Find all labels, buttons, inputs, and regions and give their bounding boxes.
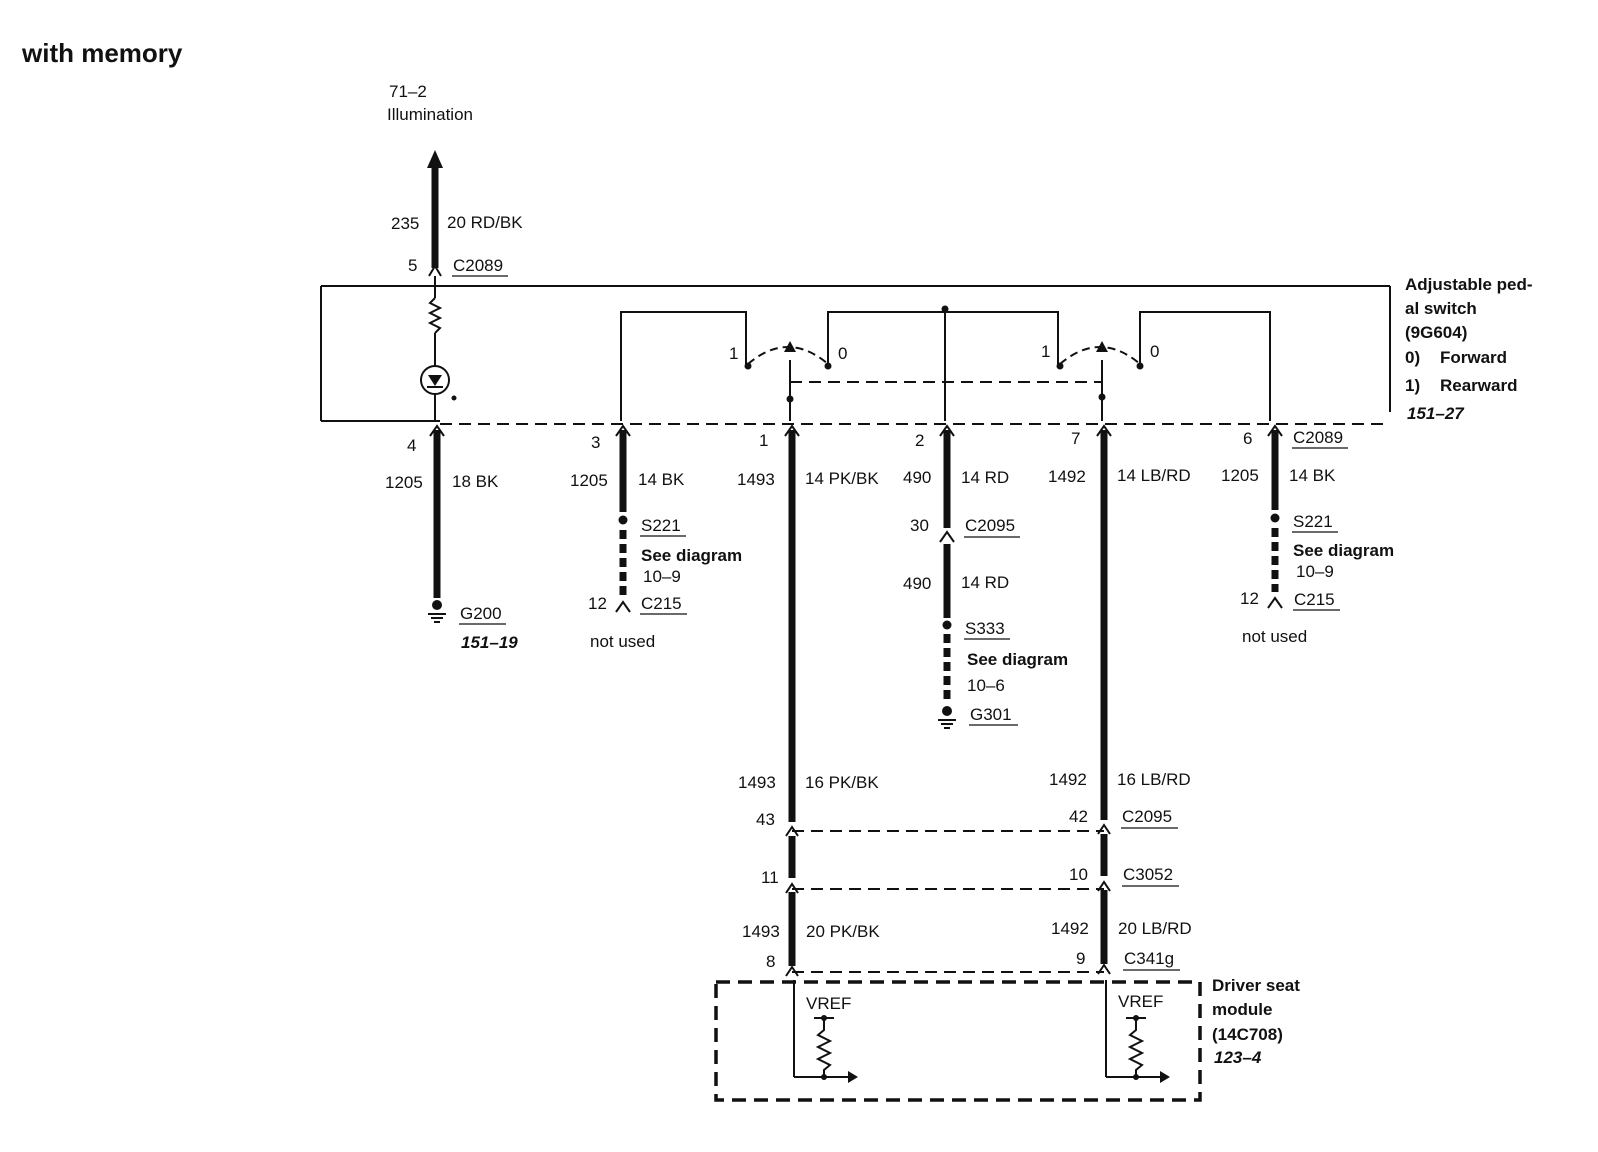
c2095-right-pin: 42: [1069, 807, 1088, 826]
switch-left-contact-1: 1: [729, 344, 738, 363]
splice-left-connector: C215: [641, 594, 682, 613]
lower-left-wire20: 20 PK/BK: [806, 922, 880, 941]
switch-right-contact-1: 1: [1041, 342, 1050, 361]
c341g-right-pin: 9: [1076, 949, 1085, 968]
source-label: Illumination: [387, 105, 473, 124]
pin-2: 2: [915, 431, 924, 450]
module-left-vref-circuit: [793, 980, 858, 1083]
switch-box: [320, 285, 1391, 425]
module-ref: 123–4: [1214, 1048, 1262, 1067]
mid-branch-number2: 490: [903, 574, 931, 593]
switch-pos1-label: Rearward: [1440, 376, 1517, 395]
mid-branch-ground: G301: [970, 705, 1012, 724]
lower-right-wire16: 16 LB/RD: [1117, 770, 1191, 789]
switch-internal-wiring: [620, 305, 1271, 421]
mid-branch-wire2: 14 RD: [961, 573, 1009, 592]
pin-3: 3: [591, 433, 600, 452]
splice-right-label: S221: [1293, 512, 1333, 531]
lower-right-wire20: 20 LB/RD: [1118, 919, 1192, 938]
module-name-line1: Driver seat: [1212, 976, 1300, 995]
top-circuit-wire: 20 RD/BK: [447, 213, 523, 232]
switch-pos0-label: Forward: [1440, 348, 1507, 367]
circuit1-wire: 18 BK: [452, 472, 499, 491]
splice-left-see: See diagram: [641, 546, 742, 565]
mid-branch-connector: C2095: [965, 516, 1015, 535]
switch-pos1-num: 1): [1405, 376, 1420, 395]
switch-ref: 151–27: [1407, 404, 1465, 423]
splice-left-label: S221: [641, 516, 681, 535]
driver-seat-module-box: [714, 980, 1202, 1102]
c2095-left-pin: 43: [756, 810, 775, 829]
switch-right-contact-0: 0: [1150, 342, 1159, 361]
top-circuit-number: 235: [391, 214, 419, 233]
mid-branch-splice: S333: [965, 619, 1005, 638]
splice-right-see: See diagram: [1293, 541, 1394, 560]
splice-right-pin: 12: [1240, 589, 1259, 608]
c3052-label: C3052: [1123, 865, 1173, 884]
lower-left-wire16: 16 PK/BK: [805, 773, 879, 792]
mid-branch-see: See diagram: [967, 650, 1068, 669]
circuit2-number: 1205: [570, 471, 608, 490]
illumination-wire: [427, 150, 443, 277]
splice-right-connector: C215: [1294, 590, 1335, 609]
illumination-lamp-circuit: [420, 276, 457, 421]
splice-left-note: not used: [590, 632, 655, 651]
diagram-title: with memory: [21, 38, 183, 68]
c341g-left-pin: 8: [766, 952, 775, 971]
circuit5-wire: 14 LB/RD: [1117, 466, 1191, 485]
circuit4-number: 490: [903, 468, 931, 487]
switch-pos0-num: 0): [1405, 348, 1420, 367]
switch-left-contact-0: 0: [838, 344, 847, 363]
circuit2-wire: 14 BK: [638, 470, 685, 489]
lower-left-number16: 1493: [738, 773, 776, 792]
module-vref-right: VREF: [1118, 992, 1163, 1011]
c3052-left-pin: 11: [761, 868, 779, 887]
pin-7: 7: [1071, 429, 1080, 448]
ground-g301-symbol: [938, 706, 956, 729]
splice-right-note: not used: [1242, 627, 1307, 646]
top-connector-c2089: C2089: [453, 256, 503, 275]
module-right-vref-circuit: [1105, 980, 1170, 1083]
circuit4-wire: 14 RD: [961, 468, 1009, 487]
pin-6: 6: [1243, 429, 1252, 448]
module-part-number: (14C708): [1212, 1025, 1283, 1044]
splice-right-ref: 10–9: [1296, 562, 1334, 581]
circuit6-wire: 14 BK: [1289, 466, 1336, 485]
switch-name-line1: Adjustable ped-: [1405, 275, 1533, 294]
c2095-label: C2095: [1122, 807, 1172, 826]
switch-name-line2: al switch: [1405, 299, 1477, 318]
splice-left-ref: 10–9: [643, 567, 681, 586]
bottom-connector-c2089: C2089: [1293, 428, 1343, 447]
circuit5-number: 1492: [1048, 467, 1086, 486]
pin-4: 4: [407, 436, 416, 455]
module-name-line2: module: [1212, 1000, 1272, 1019]
ground-g200-label: G200: [460, 604, 502, 623]
circuit3-number: 1493: [737, 470, 775, 489]
mid-branch-pin: 30: [910, 516, 929, 535]
lower-left-number20: 1493: [742, 922, 780, 941]
lower-right-number20: 1492: [1051, 919, 1089, 938]
mid-branch-ref: 10–6: [967, 676, 1005, 695]
switch-part-number: (9G604): [1405, 323, 1467, 342]
circuit1-number: 1205: [385, 473, 423, 492]
ground-g200-ref: 151–19: [461, 633, 518, 652]
lower-right-number16: 1492: [1049, 770, 1087, 789]
source-ref: 71–2: [389, 82, 427, 101]
top-circuit-pin: 5: [408, 256, 417, 275]
c2089-pin-markers: [429, 424, 1283, 437]
circuit3-wire: 14 PK/BK: [805, 469, 879, 488]
ground-g200-symbol: [428, 600, 446, 623]
module-vref-left: VREF: [806, 994, 851, 1013]
circuit6-number: 1205: [1221, 466, 1259, 485]
c341g-label: C341g: [1124, 949, 1174, 968]
splice-left-pin: 12: [588, 594, 607, 613]
c3052-right-pin: 10: [1069, 865, 1088, 884]
pin-1: 1: [759, 431, 768, 450]
